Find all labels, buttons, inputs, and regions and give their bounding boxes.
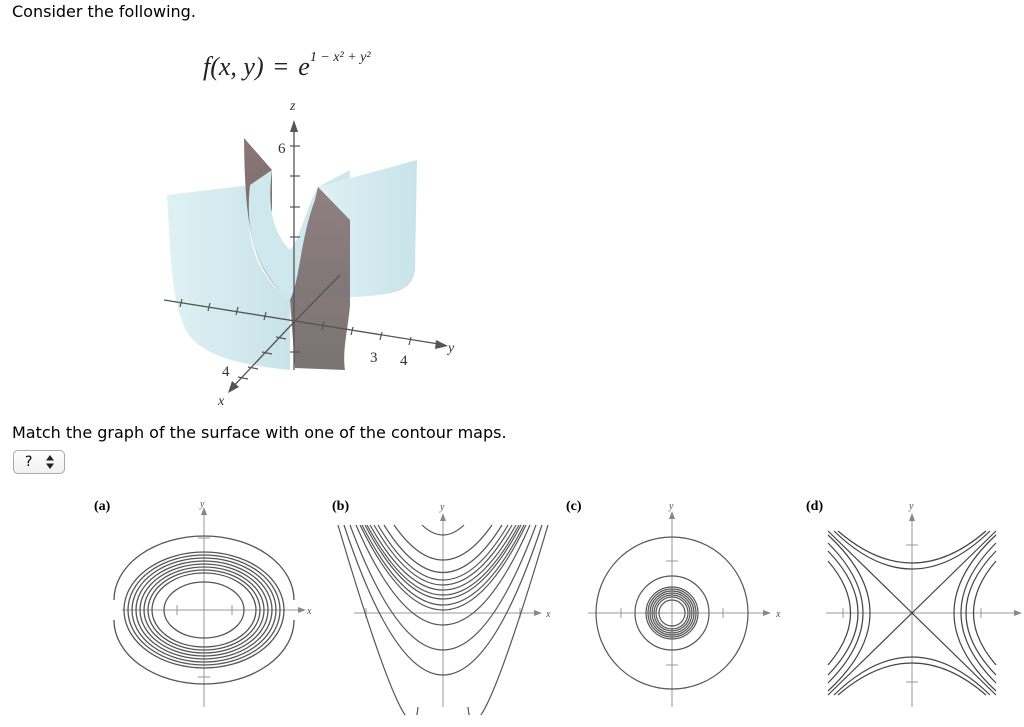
- contour-label-c: (c): [566, 499, 582, 514]
- contour-map-c: (c) y x: [566, 495, 796, 715]
- hyperbola-contours: y: [826, 501, 1022, 707]
- formula-exponent: 1 − x² + y²: [309, 50, 371, 66]
- contour-map-d: (d) y: [798, 495, 1024, 715]
- contour-label-a: (a): [94, 499, 111, 514]
- answer-select[interactable]: ?: [13, 450, 65, 474]
- question-text: Match the graph of the surface with one …: [12, 423, 507, 442]
- circle-contours: y x: [588, 501, 781, 707]
- parabola-contours: y x: [337, 502, 551, 722]
- x-label-b: x: [545, 609, 551, 620]
- x-label-c: x: [775, 609, 781, 620]
- y-label-d: y: [908, 501, 914, 512]
- ellipse-contours: y x: [113, 499, 312, 707]
- formula-lhs: f(x, y): [203, 52, 264, 81]
- select-updown-icon: [46, 455, 55, 469]
- formula-equals: =: [273, 52, 289, 81]
- x-axis-label: x: [217, 394, 225, 409]
- contour-label-b: (b): [332, 499, 350, 514]
- y-label-b: y: [439, 502, 445, 513]
- x-label-a: x: [306, 606, 312, 617]
- y-tick-4: 4: [400, 353, 408, 369]
- z-tick-6: 6: [278, 141, 286, 157]
- answer-select-value: ?: [25, 454, 33, 470]
- contour-map-a: (a) y x: [92, 495, 322, 715]
- surface-graph: z 6 4 x 3 4 y: [163, 99, 455, 409]
- x-tick-4: 4: [222, 364, 230, 380]
- z-axis-label: z: [289, 99, 296, 114]
- y-tick-3: 3: [370, 350, 378, 366]
- function-formula: f(x, y) = e1 − x² + y²: [203, 50, 371, 82]
- contour-map-b: (b) y x: [332, 495, 562, 722]
- y-label-a: y: [199, 499, 205, 510]
- y-label-c: y: [668, 501, 674, 512]
- intro-text: Consider the following.: [12, 2, 196, 21]
- contour-label-d: (d): [806, 499, 824, 514]
- formula-base: e: [298, 52, 310, 81]
- y-axis-label: y: [446, 341, 455, 356]
